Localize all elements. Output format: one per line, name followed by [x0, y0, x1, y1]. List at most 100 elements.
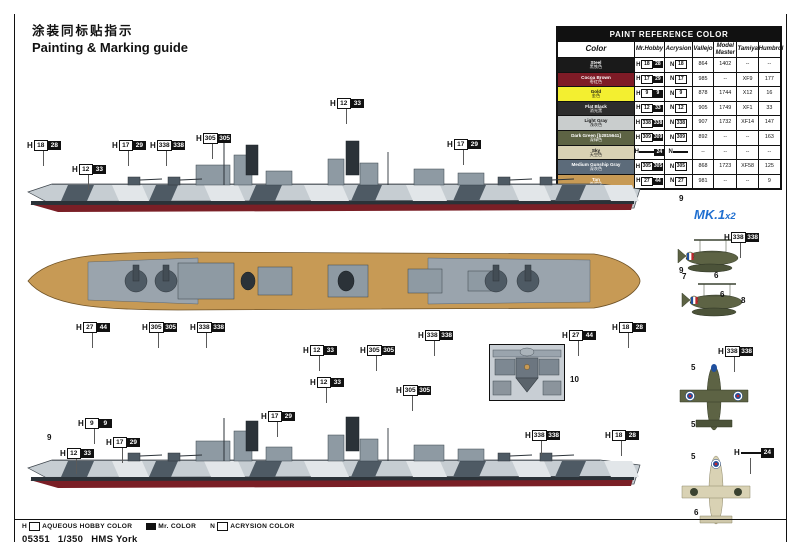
callout-mr-color-code: 305 — [163, 322, 178, 333]
callout-leader-line — [277, 421, 278, 437]
callout-mr-color-code: 28 — [47, 140, 61, 151]
paint-code-tamiya: -- — [736, 173, 759, 190]
callout-prefix: H — [196, 133, 202, 143]
paint-name-cn: 消光黑 — [589, 107, 603, 113]
callout-prefix: H — [76, 322, 82, 332]
col-vallejo: Vallejo — [691, 41, 715, 58]
page-title: 涂装同标贴指示 Painting & Marking guide — [32, 24, 188, 56]
callout-hobby-code: 338 — [196, 322, 212, 333]
paint-name-en: Dark Green [b2815641] — [571, 132, 621, 138]
seaplane-top-view-sky — [681, 455, 751, 525]
callout-hobby-code: 17 — [453, 139, 468, 150]
callout-mr-color-code: 33 — [80, 448, 94, 459]
callout-mr-color-code: 305 — [417, 385, 432, 396]
callout-leader-line — [92, 332, 93, 348]
callout-mr-color-code: 305 — [217, 133, 232, 144]
part-number-callout: 5 — [691, 420, 696, 429]
callout-hobby-code: 338 — [156, 140, 172, 151]
callout-hobby-code: 27 — [568, 330, 583, 341]
callout-hobby-code: 18 — [618, 322, 633, 333]
paint-color-swatch: Dark Green [b2815641]深绿色 — [557, 129, 635, 146]
callout-hobby-code: 305 — [402, 385, 418, 396]
paint-code-model-master: 1732 — [713, 115, 738, 131]
paint-name-en: Light Gray — [584, 118, 608, 124]
paint-code-humbrol: 9 — [757, 173, 782, 190]
callout-leader-line — [88, 174, 89, 190]
callout-prefix: H — [396, 385, 402, 395]
col-humbrol: Humbrol — [757, 41, 783, 58]
callout-hobby-code: 12 — [309, 345, 324, 356]
callout-mr-color-code: 29 — [467, 139, 481, 150]
callout-mr-color-code: 9 — [98, 418, 112, 429]
callout-prefix: H — [261, 411, 267, 421]
callout-prefix: H — [112, 140, 118, 150]
part-number-callout: 6 — [720, 290, 725, 299]
aircraft-variant-qty: x2 — [725, 211, 736, 222]
callout-prefix: H — [525, 430, 531, 440]
callout-leader-line — [750, 458, 751, 474]
callout-hobby-code: 338 — [724, 346, 740, 357]
callout-leader-line — [166, 150, 167, 166]
ship-side-view-starboard — [27, 140, 641, 212]
part-number-callout: 6 — [694, 508, 699, 517]
callout-hobby-code: 338 — [424, 330, 440, 341]
kit-scale: 1/350 — [57, 534, 84, 545]
kit-name: HMS York — [91, 534, 138, 545]
callout-leader-line — [122, 447, 123, 463]
callout-mr-color-code: 338 — [439, 330, 454, 341]
callout-leader-line — [412, 395, 413, 411]
seaplane-side-view — [681, 283, 743, 317]
callout-prefix: H — [142, 322, 148, 332]
callout-mr-color-code: 29 — [281, 411, 295, 422]
callout-mr-color-code: 33 — [350, 98, 364, 109]
callout-prefix: H — [612, 322, 618, 332]
legend-box-icon — [217, 522, 229, 531]
paint-name-en: Cocoa Brown — [581, 74, 611, 80]
callout-prefix: H — [718, 346, 724, 356]
callout-prefix: H — [418, 330, 424, 340]
page-frame-right — [786, 14, 787, 542]
paint-name-cn: 浅灰色 — [589, 122, 603, 128]
part-number-callout: 10 — [570, 375, 579, 384]
callout-hobby-code: 338 — [531, 430, 547, 441]
callout-leader-line — [346, 108, 347, 124]
paint-name-en: Flat Black — [585, 103, 607, 109]
callout-hobby-code: 305 — [366, 345, 382, 356]
callout-prefix: H — [150, 140, 156, 150]
callout-hobby-code — [740, 451, 761, 454]
legend-entry: N ACRYSION COLOR — [210, 522, 294, 531]
paint-table-header: PAINT REFERENCE COLOR — [557, 27, 781, 41]
paint-name-en: Sky — [591, 147, 601, 153]
paint-table-header-row: Color Mr.Hobby Acrysion Vallejo Model Ma… — [557, 41, 783, 58]
col-color: Color — [557, 41, 635, 58]
callout-hobby-code: 17 — [118, 140, 133, 151]
paint-name-cn: 深灰色 — [589, 166, 603, 172]
aircraft-variant-name: MK.1 — [694, 207, 726, 222]
callout-leader-line — [206, 332, 207, 348]
